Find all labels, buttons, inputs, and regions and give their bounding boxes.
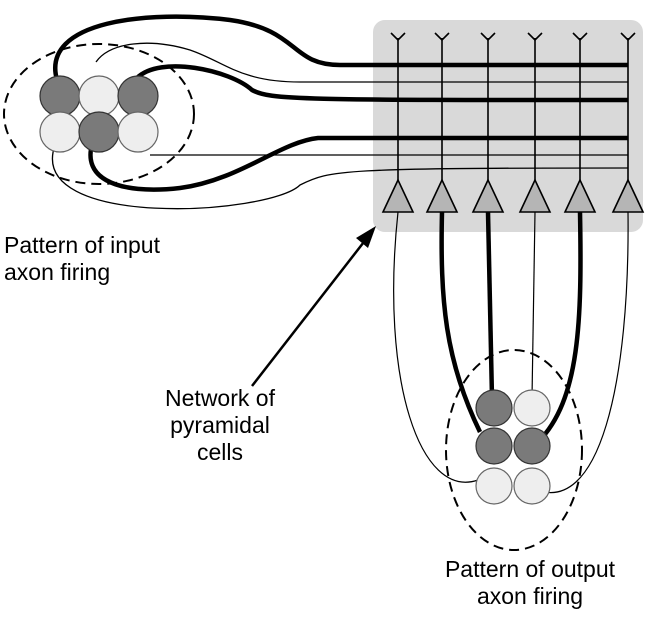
output-axon-1: [393, 211, 479, 483]
input-cell-active: [39, 75, 81, 117]
output-cell-active: [475, 427, 513, 465]
output-axon-2: [439, 211, 483, 433]
output-axon-3: [485, 211, 495, 399]
network-label: Network of pyramidal cells: [130, 385, 310, 466]
input-axon-2: [95, 42, 628, 83]
output-cell-active: [475, 389, 513, 427]
network-box: [373, 20, 643, 232]
network-label-line: Network of: [165, 385, 275, 411]
input-axons-thin: [51, 42, 629, 210]
input-axon-5: [88, 126, 628, 192]
output-dashed-ellipse: [445, 349, 583, 551]
input-axon-6: [51, 144, 629, 210]
input-pattern-label-line: axon firing: [4, 259, 111, 285]
input-cell-inactive: [39, 111, 81, 153]
output-cell-inactive: [513, 467, 551, 505]
output-pattern-label-line: axon firing: [476, 583, 584, 609]
output-cell-inactive: [475, 467, 513, 505]
output-pattern-label-line: Pattern of output: [444, 556, 616, 582]
input-dashed-ellipse: [3, 43, 195, 185]
input-pattern-label: Pattern of input axon firing: [4, 232, 160, 286]
output-axon-5: [536, 211, 583, 444]
input-cell-active: [117, 75, 159, 117]
input-axons-thick: [53, 14, 629, 192]
network-label-line: pyramidal: [170, 412, 270, 438]
input-cell-inactive: [117, 111, 159, 153]
output-axons: [393, 211, 629, 494]
network-pointer-arrow: [251, 226, 376, 387]
input-axon-3: [135, 64, 629, 103]
arrow-head-icon: [356, 226, 376, 248]
input-axon-1: [53, 14, 628, 81]
input-cell-active: [78, 111, 120, 153]
output-cell-active: [513, 427, 551, 465]
input-pattern: [3, 43, 195, 185]
input-cell-inactive: [78, 75, 120, 117]
output-axon-6: [531, 211, 629, 494]
input-pattern-label-line: Pattern of input: [4, 232, 160, 258]
output-pattern-label: Pattern of output axon firing: [414, 556, 646, 610]
output-pattern: [445, 349, 583, 551]
output-axon-4: [531, 211, 536, 399]
output-cell-inactive: [513, 389, 551, 427]
neuron-array: [381, 32, 645, 213]
network-label-line: cells: [196, 439, 243, 465]
